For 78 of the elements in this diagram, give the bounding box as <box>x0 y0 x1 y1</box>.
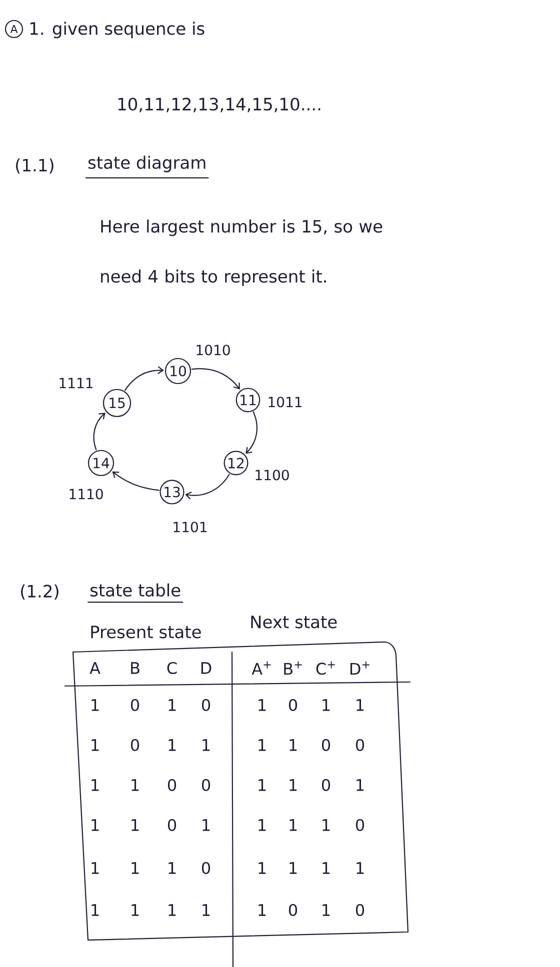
table-cell: 0 <box>202 862 210 874</box>
table-cell: 0 <box>130 698 140 712</box>
table-cell: 1 <box>168 862 176 874</box>
table-cell: 0 <box>322 778 330 792</box>
transition-arrow <box>191 368 240 390</box>
state-code: 1101 <box>174 522 207 532</box>
table-cell: 0 <box>202 698 210 712</box>
table-cell: 1 <box>168 739 176 751</box>
table-cell: 1 <box>202 819 210 831</box>
column-group-header: Present state <box>91 626 201 638</box>
table-cell: 0 <box>168 818 176 832</box>
state-code: 1100 <box>256 470 289 480</box>
table-cell: 0 <box>356 818 364 832</box>
table-cell: 0 <box>202 778 210 792</box>
table-cell: 1 <box>258 904 266 916</box>
table-cell: 0 <box>356 738 364 752</box>
column-header: C <box>167 662 177 674</box>
table-cell: 1 <box>258 862 266 874</box>
section-number: (1.2) <box>21 584 58 600</box>
table-cell: 1 <box>132 779 139 791</box>
state-code: 1111 <box>60 378 93 388</box>
column-header: A <box>90 662 100 674</box>
table-cell: 0 <box>168 778 176 792</box>
column-header: D$^{+}$ <box>350 661 370 675</box>
question-text: 1. given sequence is <box>30 22 204 38</box>
column-header: A$^{+}$ <box>252 661 271 675</box>
transition-arrow <box>93 412 106 450</box>
table-cell: 1 <box>132 819 139 831</box>
transition-arrow <box>185 474 230 500</box>
table-cell: 1 <box>258 819 266 831</box>
table-cell: 1 <box>258 779 266 791</box>
table-cell: 1 <box>92 819 99 831</box>
table-cell: 1 <box>92 779 99 791</box>
table-cell: 1 <box>322 819 330 831</box>
column-header: B$^{+}$ <box>284 661 302 675</box>
table-cell: 1 <box>290 779 297 791</box>
table-cell: 1 <box>356 699 364 711</box>
table-cell: 1 <box>132 904 139 916</box>
table-cell: 0 <box>288 904 298 916</box>
transition-arrow <box>124 366 164 391</box>
table-cell: 0 <box>288 698 298 712</box>
sequence-text: 10,11,12,13,14,15,10.... <box>118 98 320 112</box>
table-cell: 0 <box>356 904 364 916</box>
table-cell: 1 <box>290 739 297 751</box>
section-heading: state table <box>87 583 184 603</box>
table-cell: 1 <box>92 699 99 711</box>
column-header: C$^{+}$ <box>316 661 335 675</box>
table-cell: 1 <box>258 699 266 711</box>
state-code: 1011 <box>268 396 302 408</box>
table-cell: 0 <box>322 738 330 752</box>
paragraph: Here largest number is 15, so we need 4 bits to represent it. <box>101 220 382 286</box>
table-cell: 1 <box>168 904 176 916</box>
table-cell: 0 <box>130 738 140 752</box>
table-cell: 1 <box>290 819 297 831</box>
column-header: B <box>131 662 140 674</box>
transition-arrow <box>112 472 160 491</box>
table-cell: 1 <box>356 779 364 791</box>
table-cell: 1 <box>132 862 139 874</box>
section-number: (1.1) <box>16 158 54 174</box>
table-cell: 1 <box>322 699 330 711</box>
table-cell: 1 <box>322 862 330 874</box>
table-cell: 1 <box>92 739 99 751</box>
table-cell: 1 <box>290 862 297 874</box>
transition-arrow <box>245 411 258 454</box>
table-cell: 1 <box>322 904 330 916</box>
table-cell: 1 <box>202 739 210 751</box>
state-code: 1010 <box>196 344 230 356</box>
state-code: 1110 <box>70 488 103 500</box>
table-cell: 1 <box>356 862 364 874</box>
circled-letter: A <box>4 20 24 38</box>
table-cell: 1 <box>202 904 210 916</box>
table-cell: 1 <box>92 862 99 874</box>
table-cell: 1 <box>92 904 99 916</box>
section-heading: state diagram <box>85 156 209 178</box>
table-cell: 1 <box>258 739 266 751</box>
column-header: D <box>201 662 212 674</box>
column-group-header: Next state <box>251 616 337 628</box>
table-cell: 1 <box>168 699 176 711</box>
